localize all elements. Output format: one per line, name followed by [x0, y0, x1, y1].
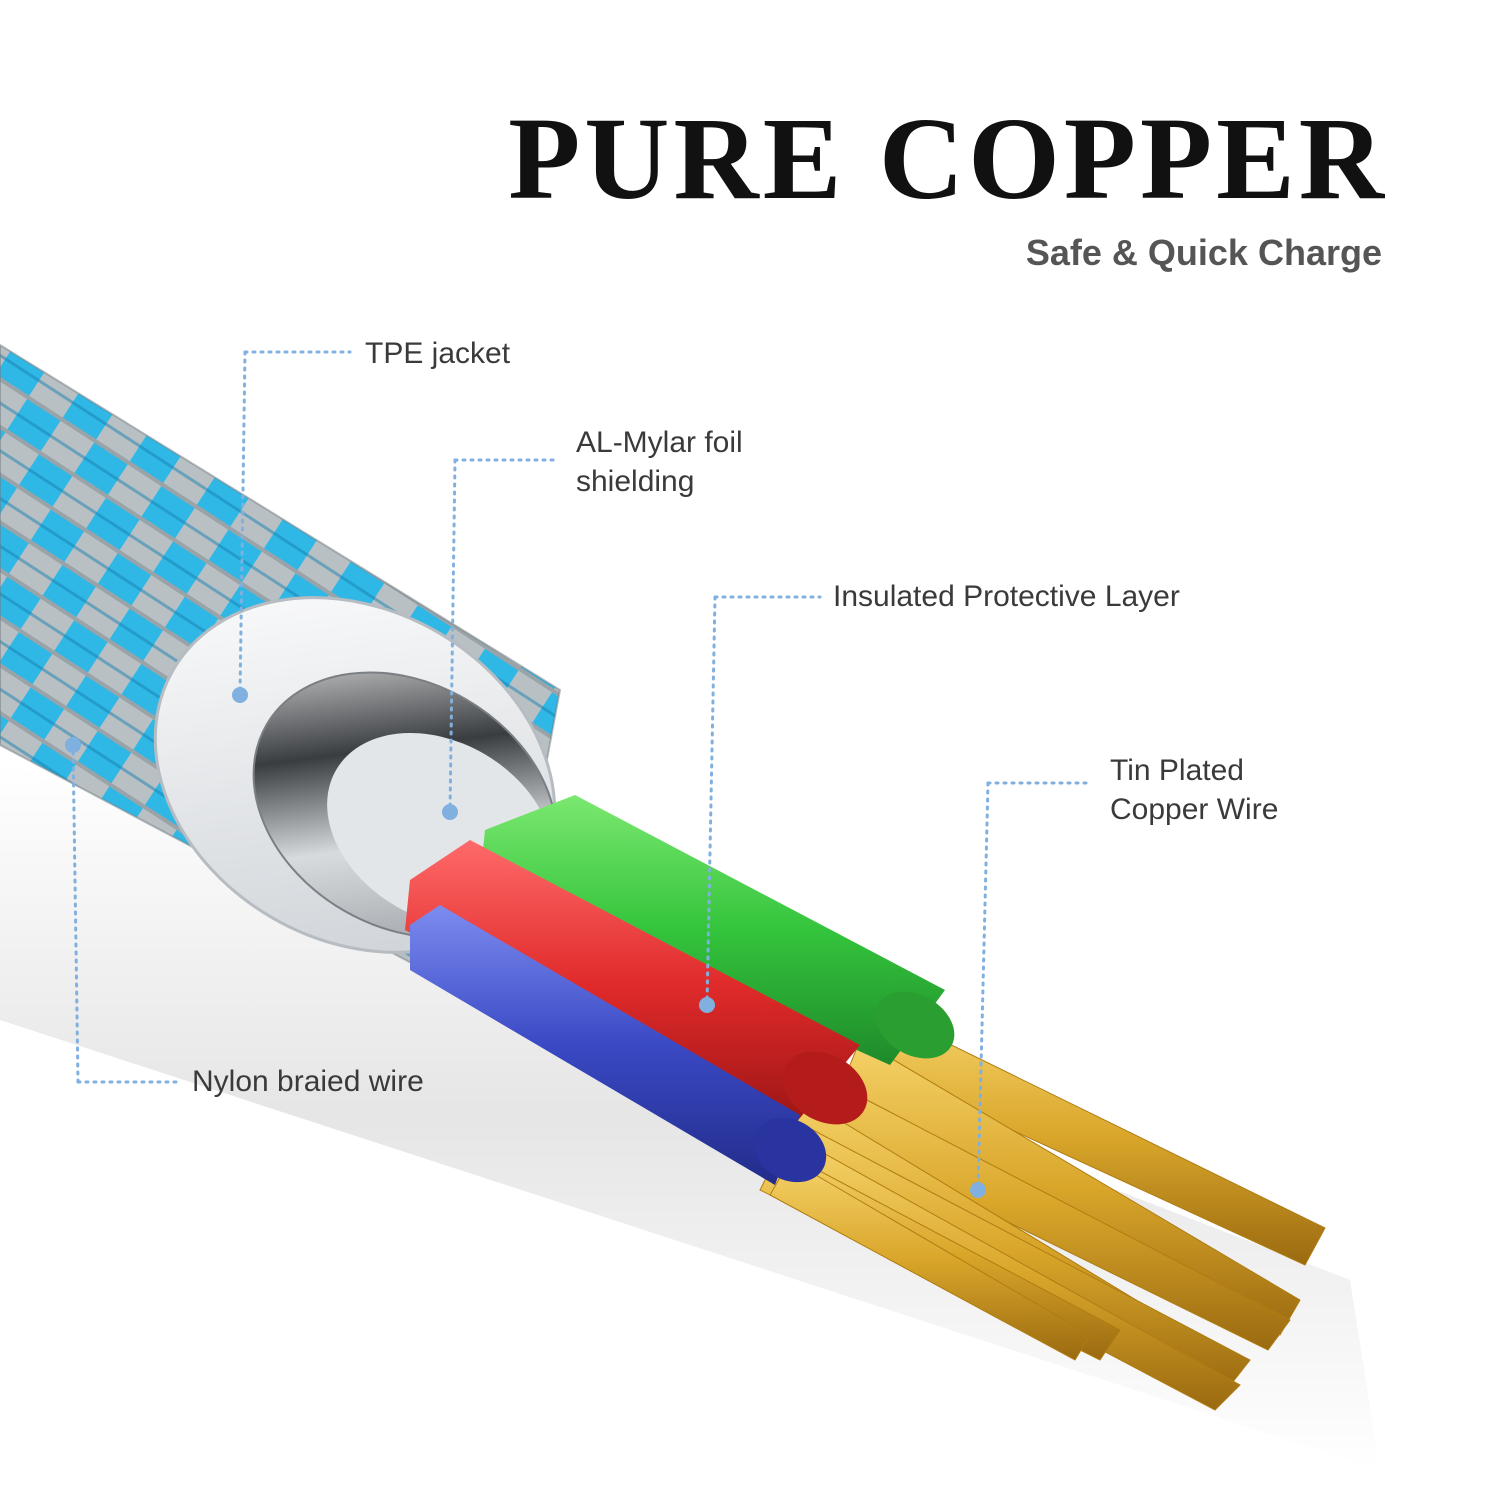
- red-conductor: [405, 840, 868, 1130]
- green-conductor: [480, 795, 955, 1065]
- callout-label-insulated-layer: Insulated Protective Layer: [833, 580, 1180, 613]
- callout-label-tin-plated: Tin Plated Copper Wire: [1110, 754, 1279, 826]
- blue-conductor: [410, 905, 827, 1185]
- callout-label-nylon-braid: Nylon braied wire: [192, 1065, 424, 1098]
- headline-subtitle: Safe & Quick Charge: [1025, 232, 1382, 273]
- insulated-conductors: [405, 795, 955, 1185]
- callout-leaders: [71, 350, 1094, 1192]
- copper-strands: [754, 1009, 1326, 1411]
- callout-label-al-mylar: AL-Mylar foil shielding: [576, 426, 743, 498]
- headline-title: PURE COPPER: [508, 93, 1388, 224]
- callout-dots: [65, 687, 986, 1198]
- callout-label-tpe-jacket: TPE jacket: [365, 337, 511, 370]
